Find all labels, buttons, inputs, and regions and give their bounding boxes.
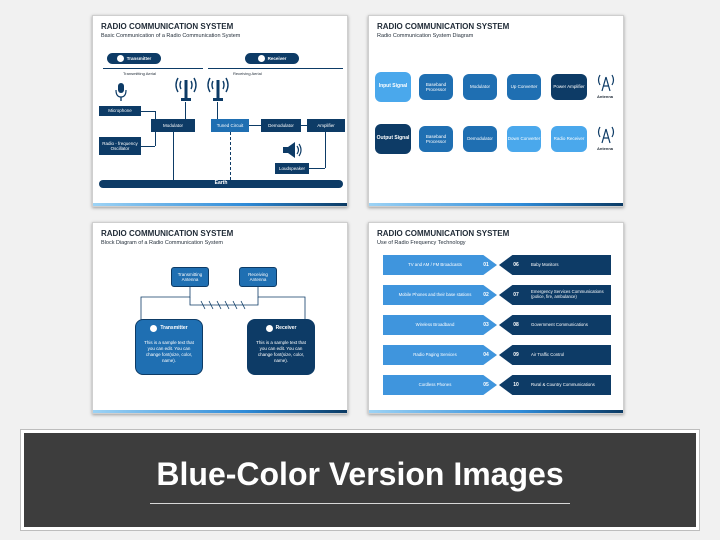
slide-accent-strip — [93, 410, 347, 413]
modulator-box: Modulator — [151, 119, 195, 132]
connector — [141, 111, 155, 112]
transmitter-divider — [103, 68, 203, 69]
rx-aerial-label: Receiving Aerial — [233, 71, 262, 76]
banner: Blue-Color Version Images — [24, 433, 696, 527]
receiver-card-head: Receiver — [248, 320, 314, 336]
antenna-label: Antenna — [597, 146, 613, 151]
output-signal-box: Output Signal — [375, 124, 411, 154]
slide-subtitle: Block Diagram of a Radio Communication S… — [101, 240, 223, 246]
banner-rule — [150, 503, 570, 504]
power-amplifier-box: Power Amplifier — [551, 74, 587, 100]
antenna-icon — [265, 324, 273, 332]
slide-accent-strip — [369, 410, 623, 413]
connector — [185, 102, 186, 119]
transmit-tower-icon — [175, 77, 197, 101]
loudspeaker-box: Loudspeaker — [275, 163, 309, 174]
slide-title: RADIO COMMUNICATION SYSTEM — [377, 229, 510, 238]
transmitter-card: Transmitter This is a sample text that y… — [135, 319, 203, 375]
slide-accent-strip — [93, 203, 347, 206]
slide-title: RADIO COMMUNICATION SYSTEM — [101, 22, 234, 31]
baseband-processor-rx-box: Baseband Processor — [419, 126, 453, 152]
antenna-label: Antenna — [597, 94, 613, 99]
antenna-icon — [257, 55, 265, 62]
loudspeaker-icon — [283, 142, 302, 158]
microphone-icon — [115, 83, 127, 101]
dashed-connector — [230, 132, 231, 180]
receive-tower-icon — [207, 77, 229, 101]
rf-oscillator-box: Radio - frequency Oscillator — [99, 137, 141, 155]
slide-system-diagram[interactable]: RADIO COMMUNICATION SYSTEM Radio Communi… — [368, 15, 624, 207]
radio-receiver-box: Radio Receiver — [551, 126, 587, 152]
tuned-circuit-box: Tuned Circuit — [211, 119, 249, 132]
antenna-icon — [116, 55, 124, 62]
modulator-box: Modulator — [463, 74, 497, 100]
receiver-card: Receiver This is a sample text that you … — [247, 319, 315, 375]
banner-title: Blue-Color Version Images — [156, 456, 564, 492]
demodulator-box: Demodulator — [463, 126, 497, 152]
connector — [301, 125, 307, 126]
connector — [217, 102, 218, 119]
connector — [325, 132, 326, 168]
receiver-card-text: This is a sample text that you can edit.… — [256, 340, 306, 364]
microphone-box: Microphone — [99, 106, 141, 116]
receiver-divider — [208, 68, 343, 69]
transmitter-pill: Transmitter — [107, 53, 161, 64]
slide-basic-communication[interactable]: RADIO COMMUNICATION SYSTEM Basic Communi… — [92, 15, 348, 207]
connector — [309, 168, 325, 169]
connector — [249, 125, 261, 126]
slide-subtitle: Basic Communication of a Radio Communica… — [101, 33, 241, 39]
connector — [141, 146, 155, 147]
down-converter-box: Down Converter — [507, 126, 541, 152]
slide-accent-strip — [369, 203, 623, 206]
antenna-icon — [597, 74, 615, 92]
banner-frame: Blue-Color Version Images — [20, 429, 700, 531]
up-converter-box: Up Converter — [507, 74, 541, 100]
connector — [155, 111, 156, 146]
antenna-icon — [597, 126, 615, 144]
baseband-processor-box: Baseband Processor — [419, 74, 453, 100]
amplifier-box: Amplifier — [307, 119, 345, 132]
slide-rf-uses[interactable]: RADIO COMMUNICATION SYSTEM Use of Radio … — [368, 222, 624, 414]
input-signal-box: Input Signal — [375, 72, 411, 102]
transmitter-card-text: This is a sample text that you can edit.… — [144, 340, 194, 364]
connector — [173, 132, 174, 180]
slide-subtitle: Radio Communication System Diagram — [377, 33, 474, 39]
earth-bar: Earth — [99, 180, 343, 188]
signal-link — [140, 287, 306, 323]
tx-aerial-label: Transmitting Aerial — [123, 71, 156, 76]
transmitter-card-head: Transmitter — [136, 320, 202, 336]
demodulator-box: Demodulator — [261, 119, 301, 132]
rx-antenna-box: Receiving Antenna — [239, 267, 277, 287]
receiver-pill: Receiver — [245, 53, 299, 64]
slide-title: RADIO COMMUNICATION SYSTEM — [377, 22, 510, 31]
slide-block-diagram[interactable]: RADIO COMMUNICATION SYSTEM Block Diagram… — [92, 222, 348, 414]
tx-antenna-box: Transmitting Antenna — [171, 267, 209, 287]
antenna-icon — [150, 324, 158, 332]
slide-subtitle: Use of Radio Frequency Technology — [377, 240, 466, 246]
slide-title: RADIO COMMUNICATION SYSTEM — [101, 229, 234, 238]
